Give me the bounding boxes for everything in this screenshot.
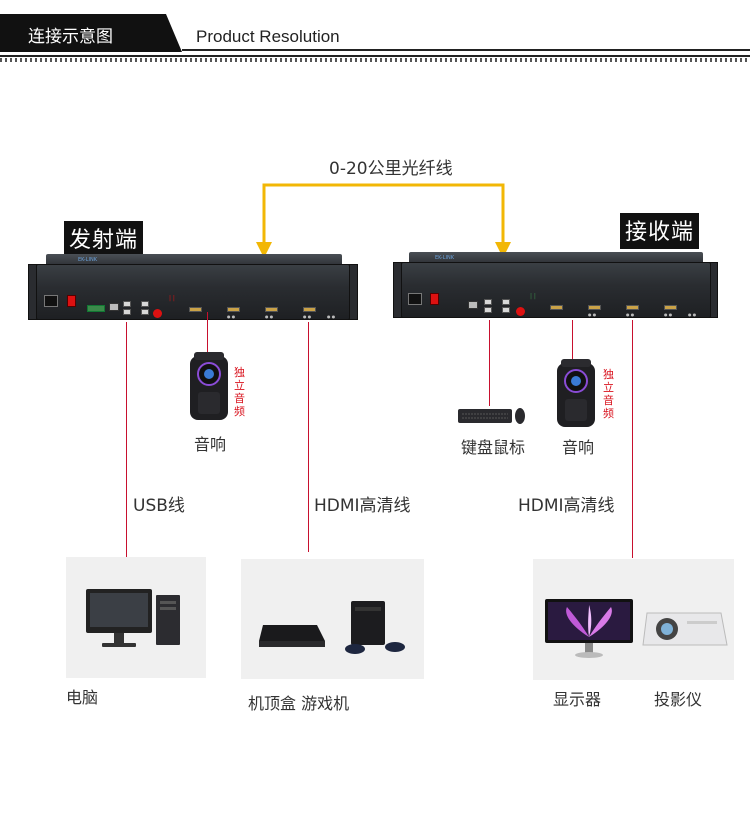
fiber-line <box>262 183 505 258</box>
transmitter-device: EK-LINK | | ● ● ● ● ● ● ● ● <box>28 254 358 322</box>
tx-speaker-icon <box>190 352 228 420</box>
display-box <box>533 559 734 680</box>
rx-audio-cable-line <box>572 320 573 362</box>
keyboard-mouse-icon <box>458 408 525 424</box>
tx-hdmi-cable-line <box>308 322 309 552</box>
settop-gamebox-icon <box>259 601 405 654</box>
receiver-device: EK-LINK | | ● ● ● ● ● ● ● ● <box>393 252 718 320</box>
rx-audio-note-char: 独 <box>603 368 614 381</box>
header-title-cn: 连接示意图 <box>28 27 113 47</box>
rx-speaker-label: 音响 <box>562 438 595 457</box>
rx-audio-note-char: 频 <box>603 407 614 420</box>
usb-cable-line <box>126 322 127 557</box>
rx-hdmi-cable-line <box>632 320 633 558</box>
header-dashed-border <box>0 58 750 62</box>
transmitter-tag: 发射端 <box>64 221 144 257</box>
tx-audio-cable-line <box>207 312 208 354</box>
sources-label: 机顶盒 游戏机 <box>248 694 350 713</box>
rx-audio-note: 独 立 音 频 <box>603 368 615 420</box>
computer-box <box>66 557 206 678</box>
monitor-projector-icon <box>545 599 728 658</box>
tx-audio-note-char: 频 <box>234 405 245 418</box>
tx-hdmi-cable-label: HDMI高清线 <box>314 496 411 516</box>
header-rule <box>182 49 750 51</box>
fiber-label: 0-20公里光纤线 <box>329 159 453 179</box>
tx-audio-note-char: 音 <box>234 392 245 405</box>
rx-audio-note-char: 音 <box>603 394 614 407</box>
tx-speaker-label: 音响 <box>194 435 227 454</box>
projector-label: 投影仪 <box>654 690 703 709</box>
computer-label: 电脑 <box>66 688 99 707</box>
header-divider <box>0 55 750 57</box>
usb-cable-label: USB线 <box>133 496 185 516</box>
fiber-arrow-right <box>495 242 511 258</box>
receiver-tag: 接收端 <box>620 213 700 249</box>
rx-speaker-icon <box>557 359 595 427</box>
rx-hdmi-cable-label: HDMI高清线 <box>518 496 615 516</box>
keyboard-label: 键盘鼠标 <box>461 438 526 457</box>
keyboard-cable-line <box>489 320 490 406</box>
computer-icon <box>86 589 180 647</box>
fiber-arrow-left <box>256 242 272 258</box>
tx-audio-note-char: 独 <box>234 366 245 379</box>
rx-audio-note-char: 立 <box>603 381 614 394</box>
header-bar <box>0 14 182 52</box>
tx-audio-note-char: 立 <box>234 379 245 392</box>
monitor-label: 显示器 <box>553 690 602 709</box>
sources-box <box>241 559 424 679</box>
header-title-en: Product Resolution <box>196 27 340 46</box>
tx-audio-note: 独 立 音 频 <box>234 366 246 418</box>
